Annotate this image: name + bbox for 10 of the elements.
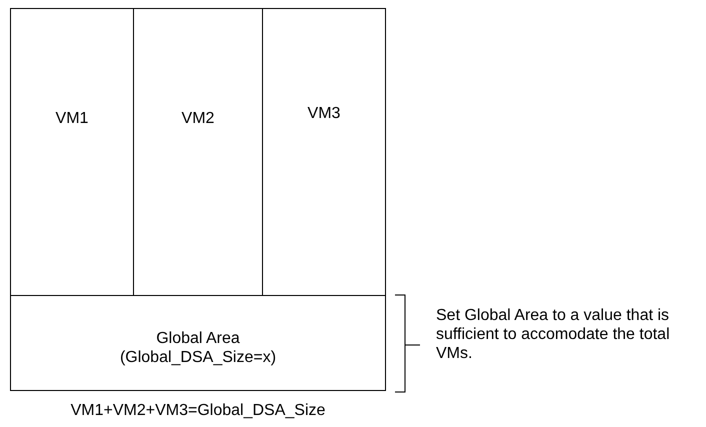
memory-block xyxy=(262,8,386,296)
note-text: Set Global Area to a value that is sufficient to accomodate the total VMs. xyxy=(436,306,671,363)
block-label: (Global_DSA_Size=x) xyxy=(118,348,278,367)
memory-block xyxy=(10,8,134,296)
block-label: VM2 xyxy=(180,109,216,128)
block-label: VM1 xyxy=(54,109,90,128)
equation-text: VM1+VM2+VM3=Global_DSA_Size xyxy=(70,401,326,420)
block-label: Global Area xyxy=(155,329,241,348)
block-label: VM3 xyxy=(306,104,342,123)
memory-block xyxy=(10,295,386,391)
